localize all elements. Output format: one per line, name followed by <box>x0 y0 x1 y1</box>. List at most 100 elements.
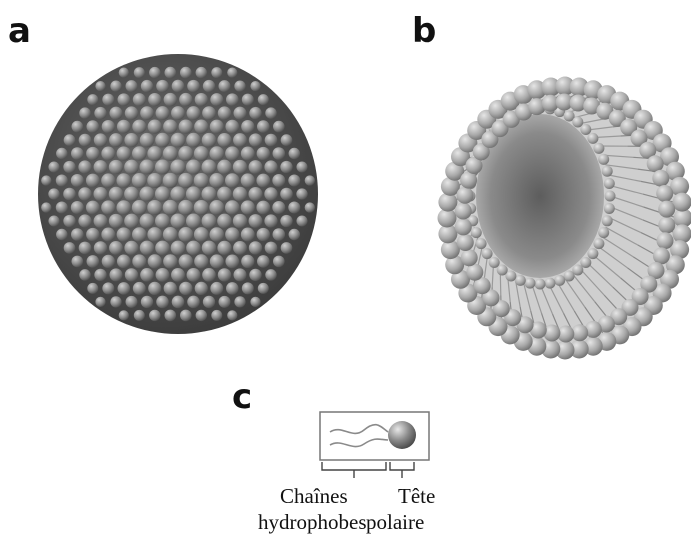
micelle-headgroup <box>241 228 255 242</box>
micelle-headgroup <box>126 80 138 92</box>
micelle-headgroup <box>155 159 170 174</box>
micelle-headgroup <box>124 133 138 147</box>
micelle-headgroup <box>101 147 115 161</box>
micelle-headgroup <box>273 121 285 133</box>
micelle-headgroup <box>202 214 217 229</box>
micelle-headgroup <box>241 255 254 268</box>
micelle-headgroup <box>149 67 160 78</box>
micelle-headgroup <box>195 93 208 106</box>
micelle-headgroup <box>186 186 201 201</box>
micelle-headgroup <box>202 160 217 175</box>
micelle-headgroup <box>249 133 262 146</box>
micelle-headgroup <box>172 80 185 93</box>
micelle-headgroup <box>147 200 162 215</box>
micelle-headgroup <box>147 227 162 242</box>
micelle-headgroup <box>289 229 300 240</box>
micelle-headgroup <box>125 106 138 119</box>
micelle-headgroup <box>209 173 224 188</box>
micelle-headgroup <box>79 107 90 118</box>
micelle-headgroup <box>71 147 84 160</box>
micelle-headgroup <box>140 214 155 229</box>
micelle-headgroup <box>248 187 262 201</box>
micelle-headgroup <box>87 94 98 105</box>
micelle-headgroup <box>203 296 215 308</box>
micelle-headgroup <box>194 254 208 268</box>
panel-label-c: c <box>232 380 252 414</box>
micelle-headgroup <box>171 106 185 120</box>
micelle-headgroup <box>187 80 200 93</box>
micelle-headgroup <box>187 268 201 282</box>
micelle-headgroup <box>179 282 192 295</box>
micelle-headgroup <box>210 120 224 134</box>
micelle-headgroup <box>124 214 139 229</box>
micelle-headgroup <box>140 133 154 147</box>
micelle-headgroup <box>211 310 222 321</box>
micelle-headgroup <box>41 202 51 212</box>
micelle-headgroup <box>155 241 170 256</box>
micelle-headgroup <box>126 296 138 308</box>
micelle-headgroup <box>249 214 263 228</box>
micelle-headgroup <box>94 241 107 254</box>
micelle-headgroup <box>63 215 75 227</box>
micelle-headgroup <box>280 188 293 201</box>
lipid-inner-head <box>525 278 536 289</box>
micelle-headgroup <box>256 174 270 188</box>
micelle-headgroup <box>132 173 147 188</box>
micelle-headgroup <box>289 148 300 159</box>
micelle-headgroup <box>79 242 92 255</box>
micelle-headgroup <box>171 268 185 282</box>
micelle-headgroup <box>117 120 131 134</box>
lipid-inner-head <box>598 154 609 165</box>
micelle-headgroup <box>195 282 208 295</box>
micelle-headgroup <box>209 200 224 215</box>
micelle-headgroup <box>133 93 146 106</box>
lipid-outer-head <box>653 247 670 264</box>
micelle-headgroup <box>63 161 75 173</box>
micelle-headgroup <box>178 173 193 188</box>
micelle-headgroup <box>194 173 209 188</box>
lipid-outer-head <box>652 170 669 187</box>
micelle-headgroup <box>64 242 76 254</box>
micelle-headgroup <box>217 214 232 229</box>
micelle-headgroup <box>186 213 201 228</box>
micelle-headgroup <box>233 214 247 228</box>
micelle-headgroup <box>155 186 170 201</box>
micelle-headgroup <box>296 215 307 226</box>
head-bracket <box>390 462 414 470</box>
micelle-headgroup <box>109 133 123 147</box>
micelle-headgroup <box>94 269 106 281</box>
micelle-sphere <box>38 54 318 334</box>
micelle-headgroup <box>172 296 185 309</box>
micelle-headgroup <box>149 310 160 321</box>
micelle-headgroup <box>264 214 277 227</box>
micelle-headgroup <box>194 119 208 133</box>
micelle-headgroup <box>102 94 114 106</box>
micelle-headgroup <box>296 161 307 172</box>
micelle-headgroup <box>48 215 59 226</box>
micelle-headgroup <box>56 148 67 159</box>
micelle-headgroup <box>63 188 76 201</box>
micelle-headgroup <box>249 160 263 174</box>
micelle-headgroup <box>148 119 162 133</box>
micelle-headgroup <box>264 187 277 200</box>
micelle-headgroup <box>187 296 200 309</box>
micelle-headgroup <box>118 93 131 106</box>
micelle-headgroup <box>79 269 90 280</box>
polar-head-ball <box>388 421 416 449</box>
lipid-inner-head <box>545 278 556 289</box>
micelle-headgroup <box>102 282 114 294</box>
head-label-line2: polaire <box>366 512 424 533</box>
micelle-headgroup <box>234 268 247 281</box>
lipid-inner-head <box>482 248 493 259</box>
micelle-headgroup <box>95 81 105 91</box>
micelle-headgroup <box>148 93 161 106</box>
panel-label-a: a <box>8 14 31 48</box>
micelle-headgroup <box>71 228 84 241</box>
micelle-headgroup <box>132 254 146 268</box>
micelle-headgroup <box>94 133 107 146</box>
micelle-headgroup <box>288 202 300 214</box>
micelle-headgroup <box>249 107 261 119</box>
micelle-headgroup <box>93 187 107 201</box>
micelle-headgroup <box>139 186 154 201</box>
micelle-headgroup <box>211 67 222 78</box>
